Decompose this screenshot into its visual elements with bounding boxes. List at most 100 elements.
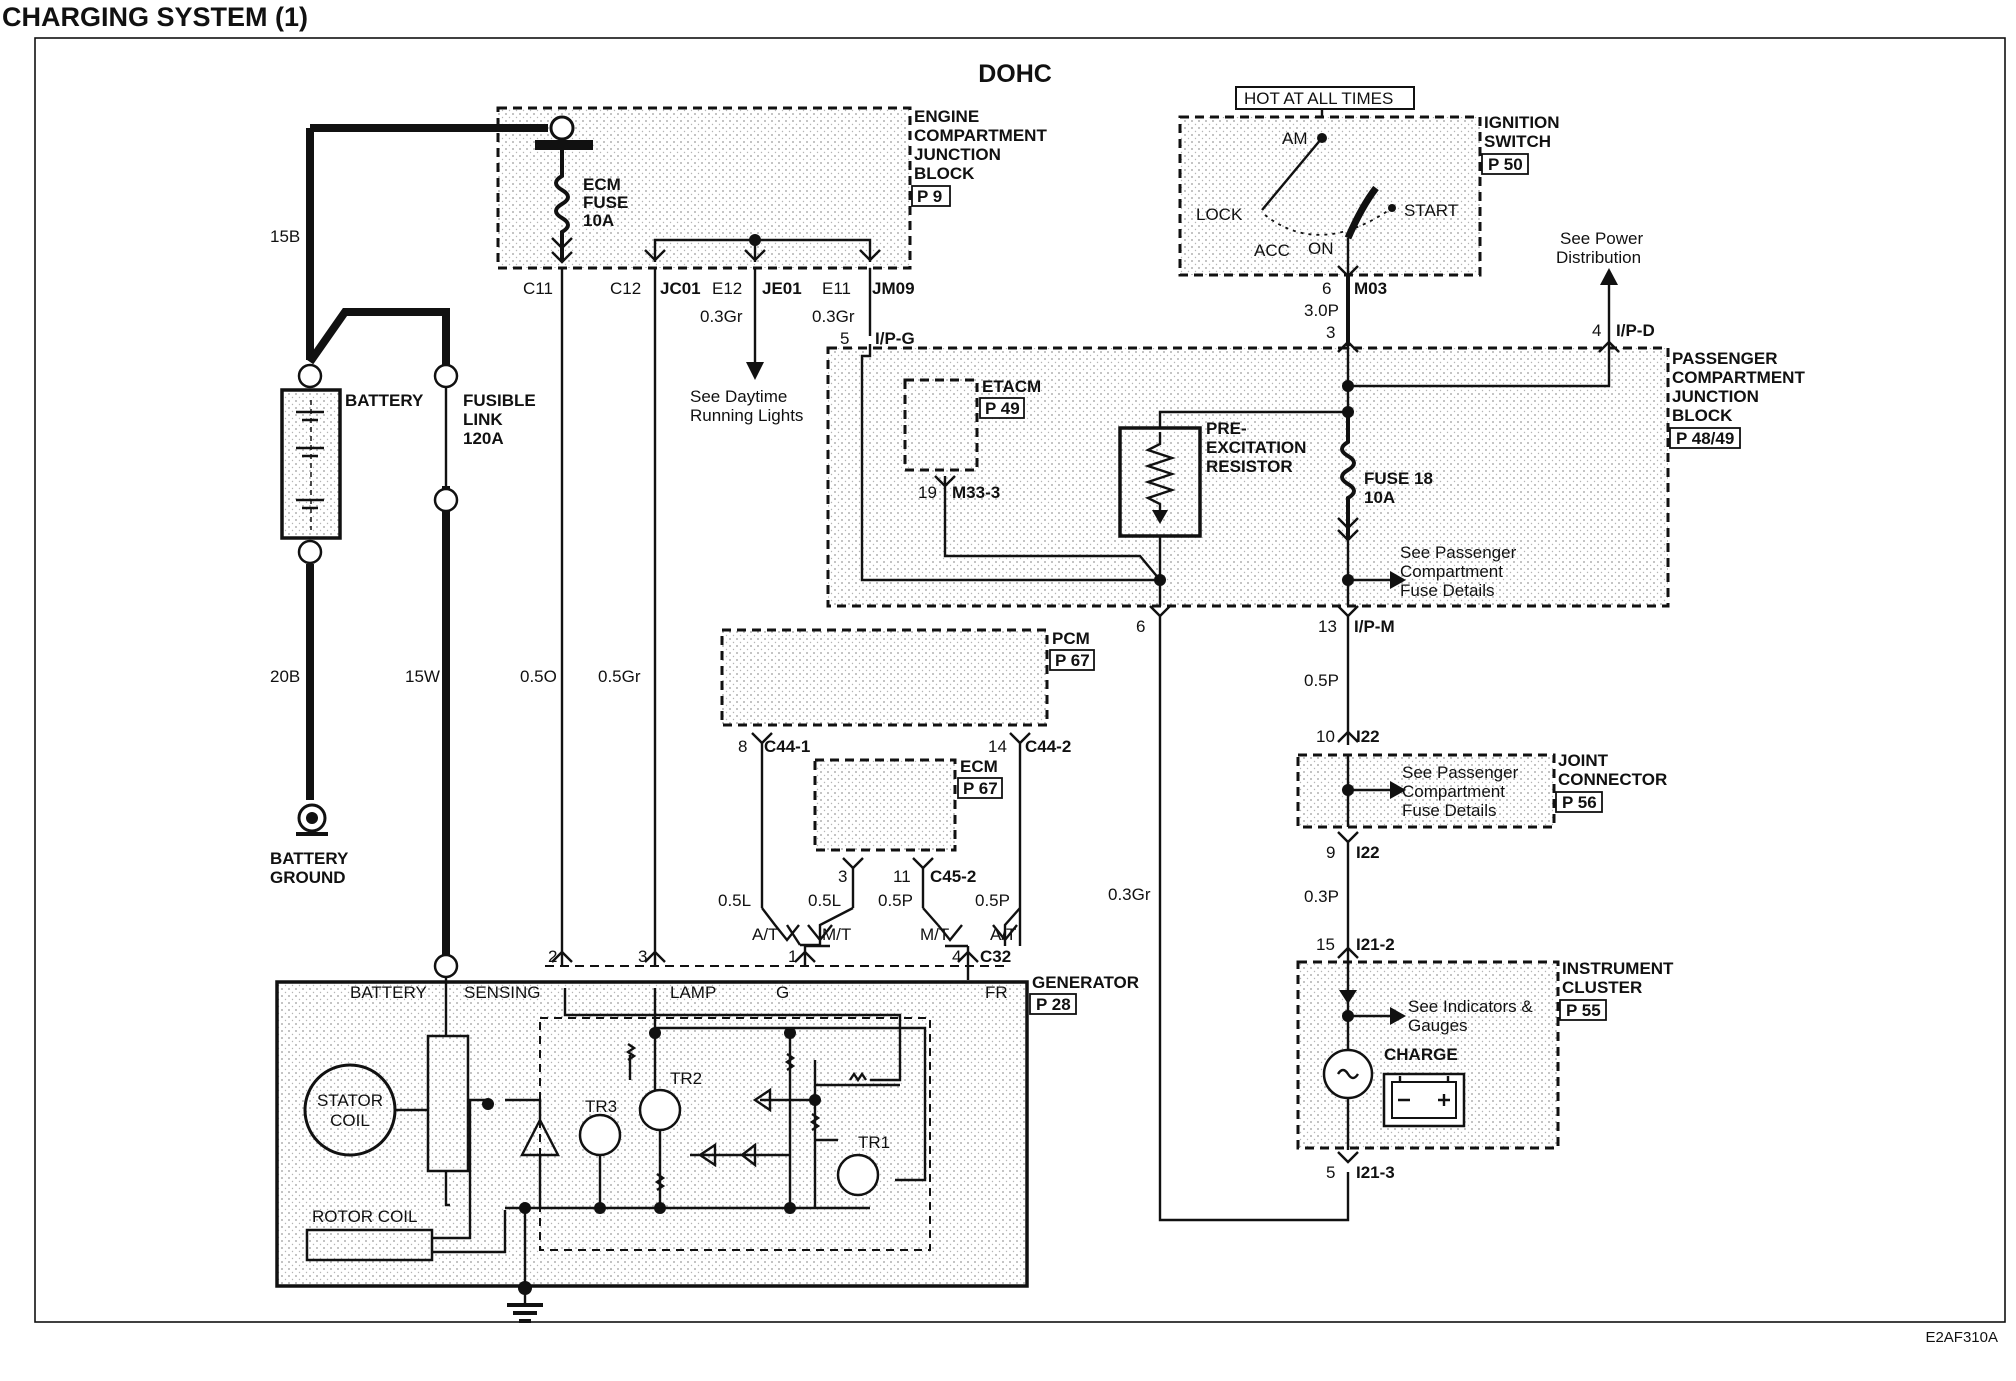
connector-ip-m: I/P-M: [1354, 617, 1395, 636]
svg-text:RESISTOR: RESISTOR: [1206, 457, 1293, 476]
ignition-switch-label: IGNITION SWITCH P 50: [1481, 113, 1560, 175]
transistor-tr3: [578, 1113, 622, 1157]
svg-text:JUNCTION: JUNCTION: [914, 145, 1001, 164]
tr1-label: TR1: [858, 1133, 890, 1152]
svg-text:COIL: COIL: [330, 1111, 370, 1130]
connector-e11: E11: [822, 279, 851, 298]
connector-c45-2: C45-2: [930, 867, 976, 886]
svg-text:LINK: LINK: [463, 410, 503, 429]
svg-text:Running Lights: Running Lights: [690, 406, 803, 425]
battery-negative-terminal: [297, 539, 323, 565]
connector-ipg-pin: 5: [840, 329, 849, 348]
etacm-box: [903, 378, 979, 472]
rotor-coil: [305, 1228, 434, 1262]
svg-text:19: 19: [918, 483, 937, 502]
option-mt-1: M/T: [822, 925, 851, 944]
generator-page-ref: P 28: [1036, 995, 1071, 1014]
svg-text:IGNITION: IGNITION: [1484, 113, 1560, 132]
variant-label: DOHC: [978, 60, 1052, 88]
connector-c32: C32: [980, 947, 1011, 966]
svg-text:INSTRUMENT: INSTRUMENT: [1562, 959, 1674, 978]
svg-text:FUSE: FUSE: [583, 193, 628, 212]
regulator-resistors: [625, 1043, 867, 1191]
ecm-fuse-element: [554, 150, 570, 262]
battery-to-fusible-link-wire: [306, 308, 450, 372]
ecm-box: [813, 758, 957, 852]
terminal-fr-label: FR: [985, 983, 1008, 1002]
stator-coil: [303, 1063, 397, 1157]
svg-text:EXCITATION: EXCITATION: [1206, 438, 1306, 457]
fusible-link-bottom-terminal: [433, 487, 459, 513]
svg-text:FUSIBLE: FUSIBLE: [463, 391, 536, 410]
option-mt-2: M/T: [920, 925, 949, 944]
connector-je01: JE01: [762, 279, 802, 298]
fusible-link-label: FUSIBLE LINK 120A: [463, 391, 536, 448]
ecm-fuse-connector-arrow: [551, 237, 573, 264]
connector-i22-bottom: I22: [1356, 843, 1380, 862]
svg-text:See Passenger: See Passenger: [1400, 543, 1517, 562]
ipg-internal-wire: [860, 344, 1160, 582]
connector-i21-3: I21-3: [1356, 1163, 1395, 1182]
resistor-feed-wire: [1158, 410, 1348, 432]
see-indicators-note: See Indicators & Gauges: [1408, 997, 1533, 1035]
svg-text:10A: 10A: [583, 211, 614, 230]
ecm-wires: [851, 868, 925, 908]
tr3-label: TR3: [585, 1097, 617, 1116]
connector-ipg: I/P-G: [875, 329, 915, 348]
wire-20b-label: 20B: [270, 667, 300, 686]
ecm-fuse-terminal: [549, 115, 575, 141]
svg-text:P 50: P 50: [1488, 155, 1523, 174]
ignition-switch-contact: [1261, 137, 1323, 211]
svg-text:15: 15: [1316, 935, 1335, 954]
svg-text:Compartment: Compartment: [1400, 562, 1503, 581]
svg-text:P 49: P 49: [985, 399, 1020, 418]
terminal-g-label: G: [776, 983, 789, 1002]
svg-text:STATOR: STATOR: [317, 1091, 383, 1110]
svg-text:Gauges: Gauges: [1408, 1016, 1468, 1035]
svg-text:START: START: [1404, 201, 1458, 220]
ignition-switch-box: [1178, 115, 1482, 277]
svg-text:PRE-: PRE-: [1206, 419, 1247, 438]
pcm-wires: [760, 743, 1022, 908]
svg-text:0.5P: 0.5P: [878, 891, 913, 910]
svg-text:8: 8: [738, 737, 747, 756]
wire-0-3gr-b: 0.3Gr: [812, 307, 855, 326]
wire-0-5o-label: 0.5O: [520, 667, 557, 686]
etacm-label: ETACM: [982, 377, 1041, 396]
svg-text:P 55: P 55: [1566, 1001, 1601, 1020]
fusible-link-top-terminal: [433, 363, 459, 389]
svg-text:3: 3: [1326, 323, 1335, 342]
terminal-lamp-label: LAMP: [670, 983, 716, 1002]
svg-text:BLOCK: BLOCK: [914, 164, 975, 183]
engine-jb-page-ref: P 9: [917, 187, 942, 206]
connector-i22-top: I22: [1356, 727, 1380, 746]
ecm-label: ECM: [960, 757, 998, 776]
svg-text:P 56: P 56: [1562, 793, 1597, 812]
svg-text:CLUSTER: CLUSTER: [1562, 978, 1642, 997]
gen-pin-1: 1: [788, 947, 797, 966]
joint-connector-label: JOINT CONNECTOR P 56: [1555, 751, 1667, 813]
rectifier: [426, 1034, 470, 1173]
transistor-tr2: [638, 1088, 682, 1132]
svg-text:3: 3: [838, 867, 847, 886]
battery-positive-terminal: [297, 363, 323, 389]
connector-jm09: JM09: [872, 279, 915, 298]
page-title: CHARGING SYSTEM (1): [2, 2, 308, 32]
svg-text:3.0P: 3.0P: [1304, 301, 1339, 320]
jb-connector-arrows: [644, 249, 881, 262]
svg-text:6: 6: [1322, 279, 1331, 298]
svg-text:0.5P: 0.5P: [975, 891, 1010, 910]
rotor-coil-label: ROTOR COIL: [312, 1207, 417, 1226]
svg-text:JUNCTION: JUNCTION: [1672, 387, 1759, 406]
svg-text:10: 10: [1316, 727, 1335, 746]
etacm-wire: [934, 475, 1161, 581]
see-passenger-fuse-note-1: See Passenger Compartment Fuse Details: [1400, 543, 1517, 600]
svg-text:COMPARTMENT: COMPARTMENT: [914, 126, 1047, 145]
fuse-18-label: FUSE 18 10A: [1364, 469, 1433, 507]
svg-text:Fuse Details: Fuse Details: [1402, 801, 1496, 820]
generator-ground-dot: [518, 1281, 532, 1295]
fuse-18-element: [1340, 412, 1356, 540]
connector-e12: E12: [712, 279, 742, 298]
svg-text:See Power: See Power: [1560, 229, 1643, 248]
jc01-internal-bus: [653, 238, 872, 262]
